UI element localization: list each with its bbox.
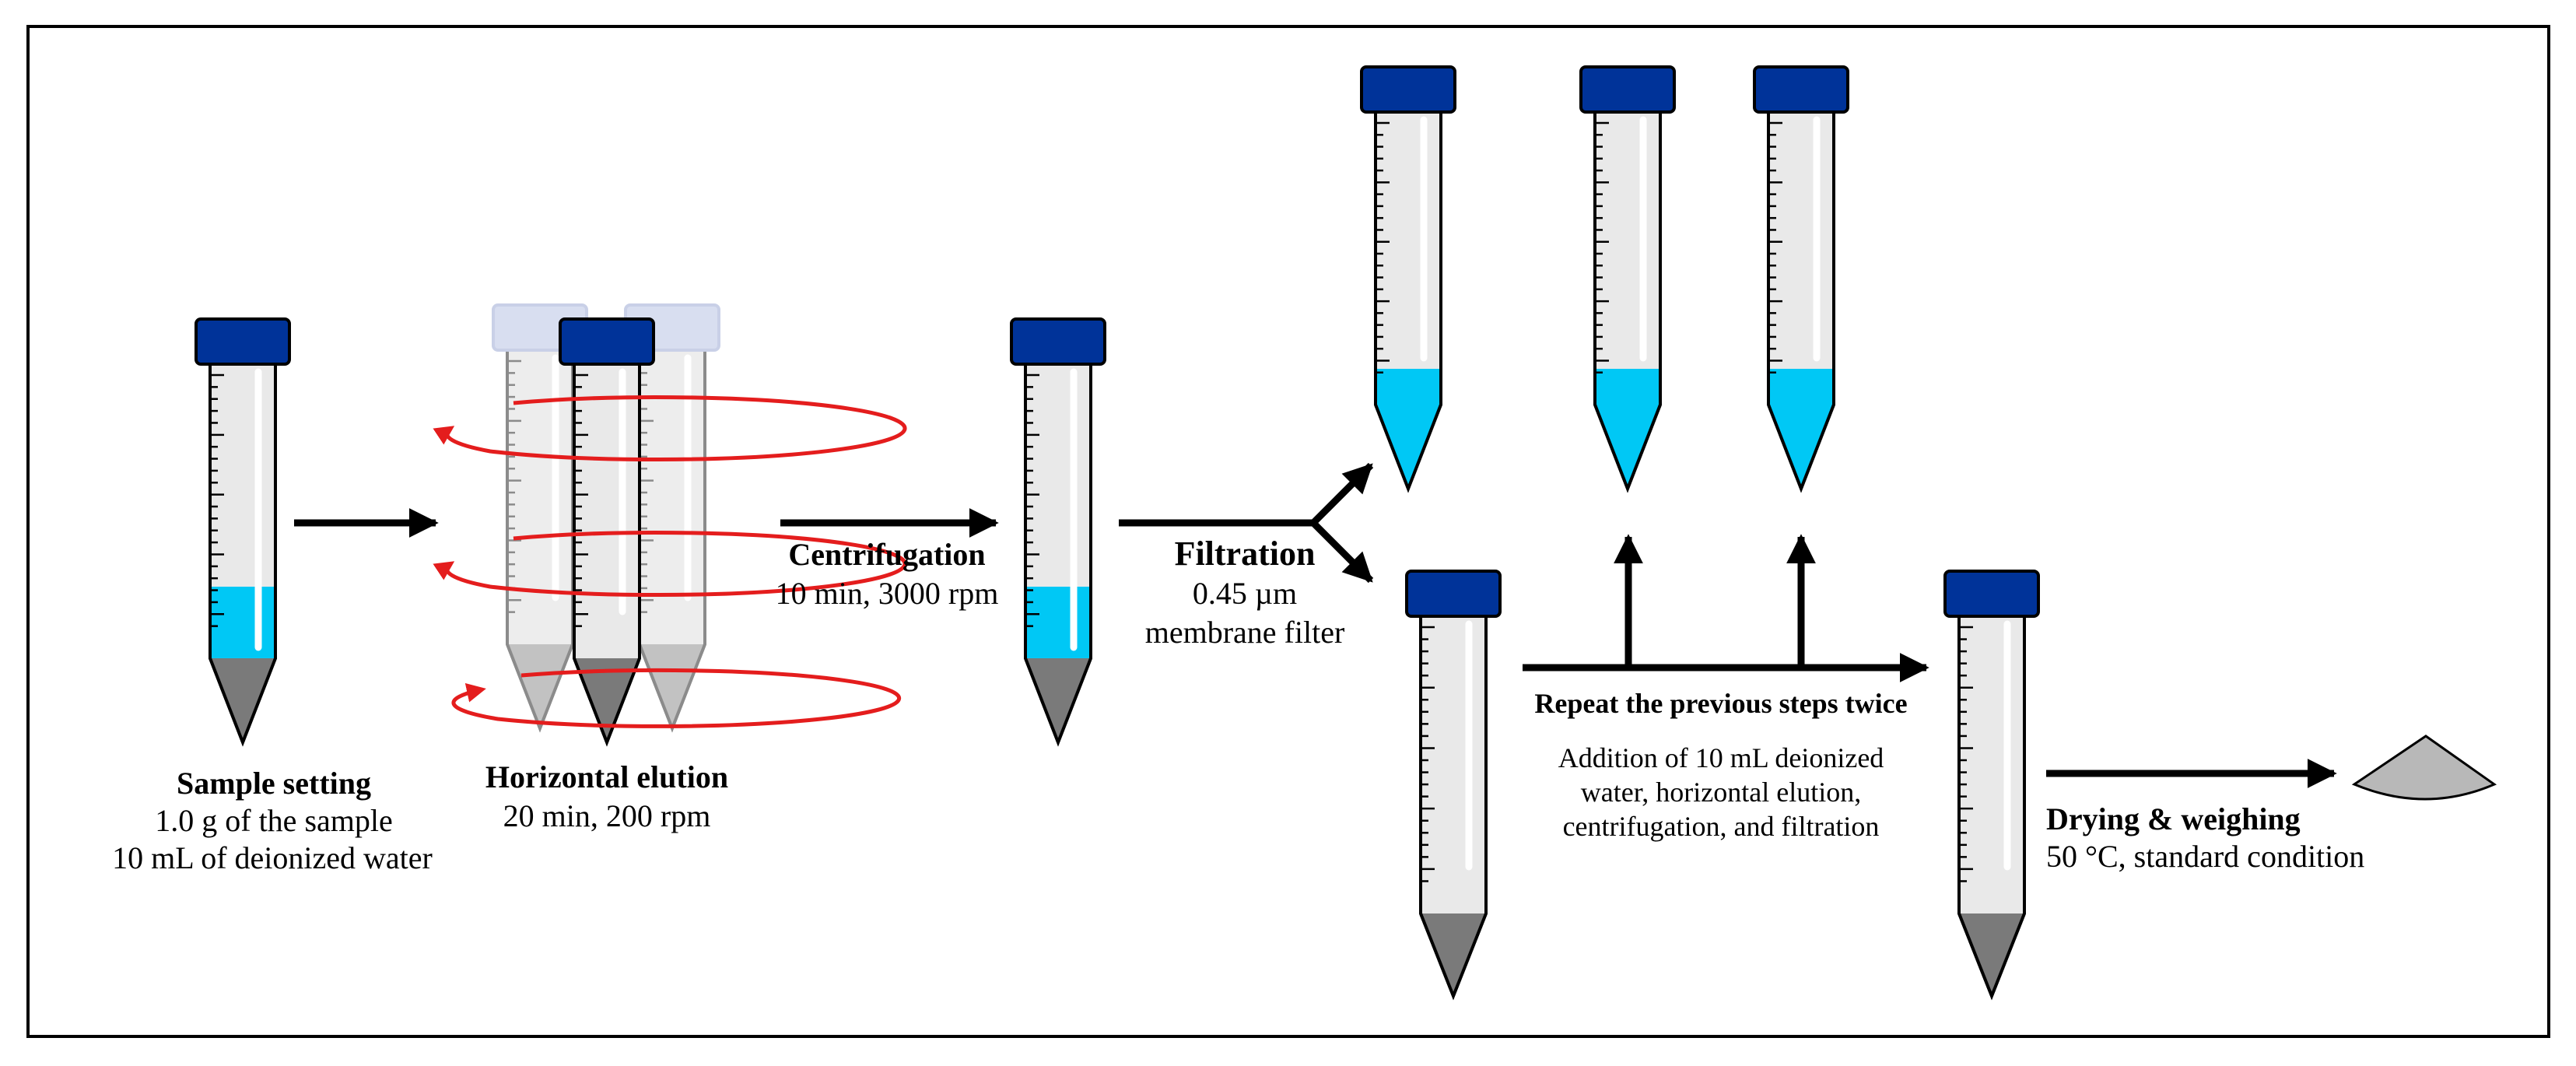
step-detail: water, horizontal elution, <box>1581 777 1861 808</box>
centrifuge-tube-icon <box>1579 65 1676 493</box>
flow-arrow-icon <box>1310 462 1374 526</box>
step-detail: membrane filter <box>1145 615 1345 650</box>
label-repeat: Repeat the previous steps twice Addition… <box>1534 688 1907 842</box>
step-title: Filtration <box>1175 535 1316 573</box>
step-detail: 10 min, 3000 rpm <box>776 576 999 611</box>
step-title: Repeat the previous steps twice <box>1534 688 1907 719</box>
centrifuge-tube-icon <box>1360 65 1456 493</box>
centrifuge-tube-icon <box>195 317 291 747</box>
step-detail: 0.45 µm <box>1193 576 1297 611</box>
step-title: Centrifugation <box>788 537 985 572</box>
centrifuge-tube-icon <box>559 317 655 747</box>
label-horizontal-elution: Horizontal elution 20 min, 200 rpm <box>485 759 728 833</box>
flow-arrows <box>294 462 2337 788</box>
step-detail: 50 °C, standard condition <box>2046 839 2364 874</box>
diagram-frame <box>26 25 2550 1038</box>
label-filtration: Filtration 0.45 µm membrane filter <box>1145 535 1345 650</box>
label-sample-setting: Sample setting 1.0 g of the sample 10 mL… <box>112 766 433 875</box>
label-drying-weighing: Drying & weighing 50 °C, standard condit… <box>2046 801 2364 874</box>
step-detail: 1.0 g of the sample <box>155 803 393 838</box>
rotation-arrow-icon <box>433 395 907 728</box>
label-centrifugation: Centrifugation 10 min, 3000 rpm <box>776 537 999 611</box>
step-title: Drying & weighing <box>2046 801 2301 836</box>
step-title: Horizontal elution <box>485 759 728 794</box>
step-detail: Addition of 10 mL deionized <box>1558 742 1884 773</box>
dried-residue-icon <box>2351 735 2497 801</box>
centrifuge-tube-icon <box>1010 317 1106 747</box>
step-detail: 20 min, 200 rpm <box>503 798 711 833</box>
flow-arrow-icon <box>1310 520 1374 584</box>
step-detail: 10 mL of deionized water <box>112 840 433 875</box>
centrifuge-tube-icon <box>1405 570 1502 1001</box>
step-detail: centrifugation, and filtration <box>1563 811 1880 842</box>
centrifuge-tube-icon <box>1943 570 2040 1001</box>
centrifuge-tube-icon <box>1753 65 1849 493</box>
step-title: Sample setting <box>177 766 371 801</box>
